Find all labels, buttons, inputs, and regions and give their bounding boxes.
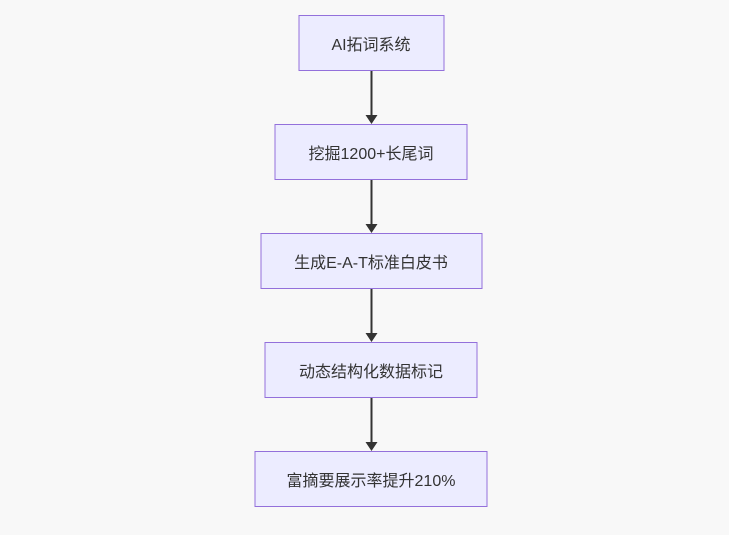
arrow-down-icon (365, 71, 377, 124)
arrow-stem (370, 180, 372, 224)
node-label: 富摘要展示率提升210% (286, 473, 456, 490)
arrowhead-icon (365, 115, 377, 124)
arrow-stem (370, 71, 372, 115)
flowchart: AI拓词系统 挖掘1200+长尾词 生成E-A-T标准白皮书 动态结构化数据标记… (254, 15, 488, 507)
flowchart-node-rich-snippet-rate: 富摘要展示率提升210% (254, 451, 488, 507)
arrow-down-icon (365, 398, 377, 451)
flowchart-node-eat-whitepaper: 生成E-A-T标准白皮书 (260, 233, 482, 289)
arrow-down-icon (365, 289, 377, 342)
arrow-down-icon (365, 180, 377, 233)
arrowhead-icon (365, 442, 377, 451)
arrow-stem (370, 289, 372, 333)
arrowhead-icon (365, 224, 377, 233)
arrow-stem (370, 398, 372, 442)
node-label: 生成E-A-T标准白皮书 (294, 255, 448, 272)
flowchart-node-structured-data-markup: 动态结构化数据标记 (264, 342, 478, 398)
node-label: 动态结构化数据标记 (298, 364, 443, 381)
flowchart-node-longtail-mining: 挖掘1200+长尾词 (274, 124, 468, 180)
flowchart-node-ai-keyword-system: AI拓词系统 (298, 15, 444, 71)
node-label: AI拓词系统 (331, 37, 411, 54)
arrowhead-icon (365, 333, 377, 342)
node-label: 挖掘1200+长尾词 (308, 146, 434, 163)
